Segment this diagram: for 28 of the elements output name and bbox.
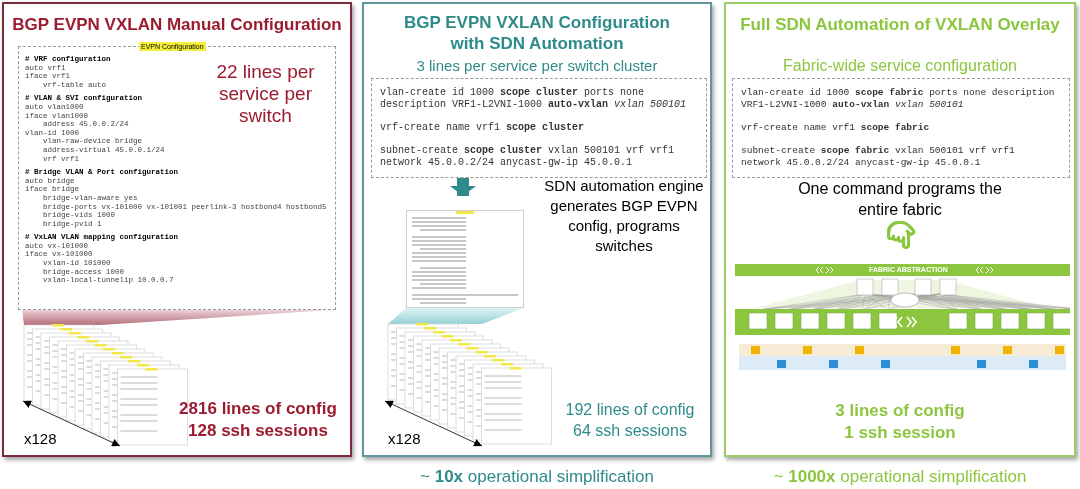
panel-subtitle: 3 lines per service per switch cluster	[416, 55, 658, 76]
code-box	[371, 78, 707, 178]
annotation-text: 2816 lines of config	[178, 398, 338, 420]
code-line: vlan-create id 1000 scope fabric ports none description VRF1-L2VNI-1000 auto-vxlan vxlan 500101	[741, 87, 1056, 111]
annotation-text: 1 ssh session	[843, 422, 957, 444]
code-line: vlan-create id 1000 scope cluster ports none description VRF1-L2VNI-1000 auto-vxlan vxlan 500101	[380, 87, 688, 111]
code-box	[732, 78, 1070, 178]
panel-subtitle: Fabric-wide service configuration	[783, 55, 1017, 76]
code-line: vrf-create name vrf1 scope cluster	[380, 122, 586, 134]
annotation-text: x128	[388, 429, 422, 449]
panel-title: BGP EVPN VXLAN Manual Configuration	[12, 14, 342, 36]
annotation-text: 3 lines of config	[834, 400, 966, 422]
code-line: subnet-create scope fabric vxlan 500101 vrf vrf1 network 45.0.0.2/24 anycast-gw-ip 45.0.0.1	[741, 145, 1016, 169]
annotation-text: 192 lines of config	[564, 400, 696, 420]
panel-title: BGP EVPN VXLAN Configuration with SDN Automation	[402, 12, 671, 55]
annotation-text: 64 ssh sessions	[572, 421, 688, 441]
code-line: subnet-create scope cluster vxlan 500101 vrf vrf1 network 45.0.0.2/24 anycast-gw-ip 45.0.0.1	[380, 145, 676, 169]
lines-per-switch-note: 22 lines per service per switch	[216, 61, 315, 127]
panel-title: Full SDN Automation of VXLAN Overlay	[740, 14, 1060, 36]
arrow	[450, 178, 476, 196]
annotation-text: x128	[24, 429, 58, 449]
code-line: vrf-create name vrf1 scope fabric	[741, 122, 931, 134]
simplification-note: ~ 1000x operational simplification	[772, 466, 1028, 488]
annotation-text: 128 ssh sessions	[187, 420, 329, 442]
panel	[2, 2, 352, 457]
annotation-text: One command programs the entire fabric	[797, 179, 1003, 220]
simplification-note: ~ 10x operational simplification	[419, 466, 655, 488]
annotation-text: SDN automation engine generates BGP EVPN config, programs switches	[543, 176, 705, 256]
